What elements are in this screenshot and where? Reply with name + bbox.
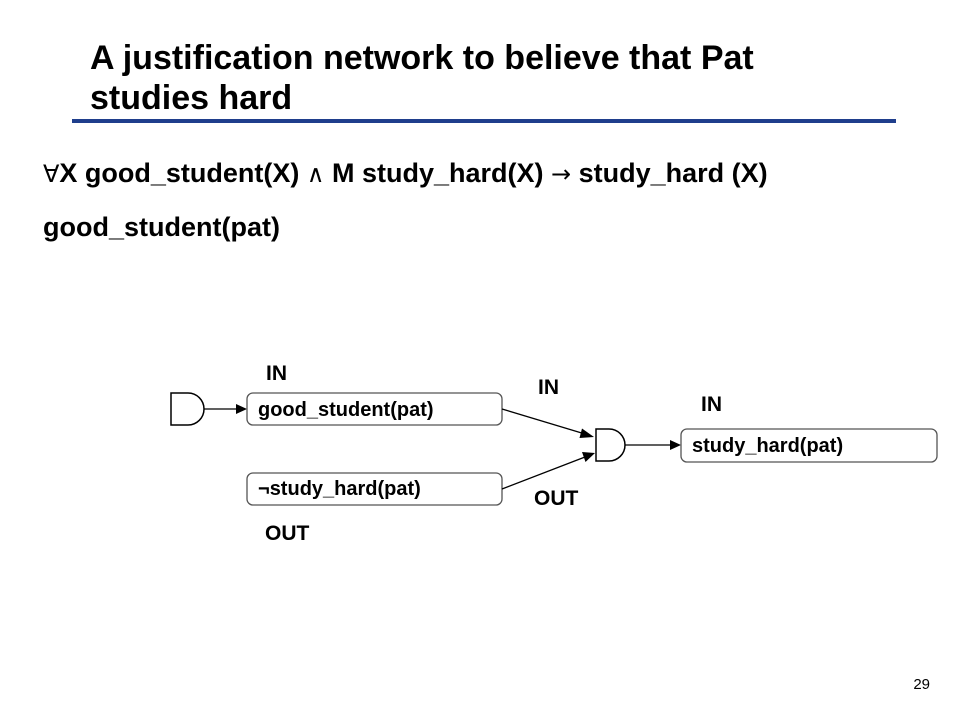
slide-title: A justification network to believe that …: [90, 38, 890, 118]
node-not-study-hard-label: ¬study_hard(pat): [258, 478, 421, 500]
forall-symbol: ∀: [43, 160, 60, 188]
justification-gate: [595, 428, 626, 462]
premise-arrowhead: [236, 404, 247, 414]
label-out-edge: OUT: [534, 487, 579, 510]
node-study-hard-label: study_hard(pat): [692, 435, 843, 457]
title-underline: [72, 119, 896, 123]
implies-arrow: →: [551, 160, 572, 188]
out-edge-not-study-hard: [501, 456, 586, 490]
premise-gate: [170, 392, 205, 426]
and-symbol: ∧: [306, 160, 325, 188]
in-edge-good-student: [501, 408, 586, 435]
in-edge-arrowhead-top: [579, 428, 594, 438]
label-in-edge: IN: [538, 376, 559, 399]
page-number: 29: [913, 676, 930, 693]
out-edge-arrowhead-bottom: [582, 452, 595, 462]
node-study-hard: [680, 428, 938, 463]
rule-text-part-3: study_hard (X): [571, 158, 768, 188]
node-good-student-label: good_student(pat): [258, 399, 434, 421]
label-in-study-hard: IN: [701, 393, 722, 416]
label-in-good-student: IN: [266, 362, 287, 385]
not-study-hard-text: study_hard(pat): [270, 478, 421, 500]
conclusion-arrowhead: [670, 440, 681, 450]
slide-title-line-1: A justification network to believe that …: [90, 39, 754, 77]
default-rule: ∀X good_student(X) ∧ M study_hard(X) → s…: [43, 157, 768, 190]
slide-title-line-2: studies hard: [90, 79, 293, 117]
rule-text-part-1: X good_student(X): [59, 158, 307, 188]
fact-statement: good_student(pat): [43, 212, 280, 242]
negation-symbol: ¬: [258, 478, 270, 500]
rule-text-part-2: M study_hard(X): [324, 158, 552, 188]
label-out-not-study-hard: OUT: [265, 522, 310, 545]
